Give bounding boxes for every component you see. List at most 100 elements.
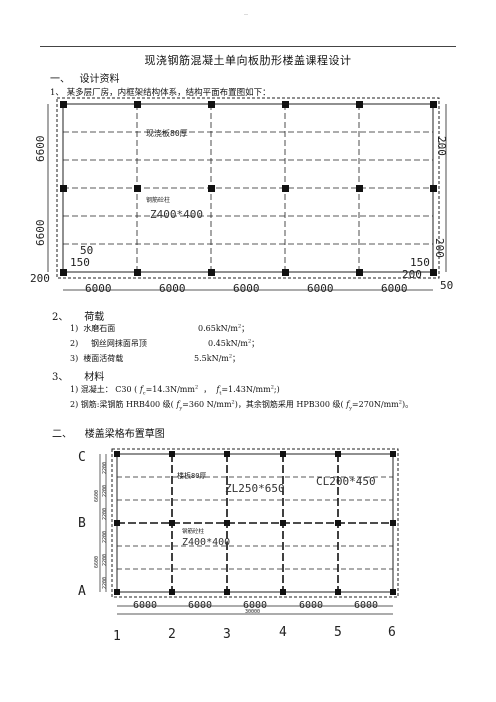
plan1-column: [282, 185, 289, 192]
plan2-column: [280, 589, 286, 595]
plan1-column: [134, 269, 141, 276]
load-2-sup: 2: [247, 338, 252, 345]
mat1-ft-val: =1.43N/mm: [221, 385, 271, 394]
plan2-bay-2: 6000: [188, 600, 212, 611]
plan1-column: [208, 185, 215, 192]
load-1-sup: 2: [237, 323, 242, 330]
plan1-dim-50-right: 50: [440, 279, 453, 292]
plan2-dim-total: 30000: [245, 609, 260, 615]
plan2-column: [335, 520, 341, 526]
plan2-column: [169, 451, 175, 457]
mat1-fc-sub: c: [142, 390, 146, 397]
load-2-val: 0.45kN/m: [208, 339, 248, 348]
plan1-column: [60, 269, 67, 276]
plan1-dim-6600-top: 6600: [34, 136, 47, 163]
plan2-sec-beam-label: CL200*450: [316, 475, 376, 488]
plan2-dim-2200: 2200: [102, 508, 108, 520]
plan2-column: [390, 589, 396, 595]
section-1-label: 设计资料: [79, 74, 120, 85]
plan2-column-size: Z400*400: [182, 537, 230, 548]
plan2-dim-2200: 2200: [102, 577, 108, 589]
section-4: 二、 楼盖梁格布置草图: [52, 425, 165, 440]
plan1-column: [60, 101, 67, 108]
plan2-axis-4: 4: [279, 625, 287, 640]
plan2-column-note: 钢筋砼柱: [182, 527, 205, 535]
load-3-value: 5.5kN/m2；: [194, 353, 240, 364]
section-3-label: 材料: [84, 372, 105, 383]
section-1: 一、 设计资料: [50, 70, 120, 85]
plan2-bay-3: 6000: [243, 600, 267, 611]
page-title: 现浇钢筋混凝土单向板肋形楼盖课程设计: [144, 54, 352, 67]
section-2-label: 荷载: [84, 312, 105, 323]
load-1-name: 水磨石面: [83, 324, 116, 333]
section-3-num: 3、: [52, 372, 69, 383]
plan1-column-size: Z400*400: [150, 208, 203, 221]
mat1-end: ;): [273, 385, 280, 394]
mat2-fy2-sub: y: [349, 405, 352, 412]
plan2-column: [169, 520, 175, 526]
plan1-column: [356, 101, 363, 108]
plan2-dim-2200: 2200: [102, 554, 108, 566]
load-1-end: ；: [241, 324, 250, 333]
plan2-column: [169, 589, 175, 595]
plan2-main-beam-label: ZL250*650: [225, 482, 285, 495]
mat2-fy2-val: =270N/mm: [351, 400, 399, 409]
mat2-fy2: f: [346, 400, 350, 409]
plan1-bay-4: 6000: [307, 282, 334, 295]
mat1-pre: 1) 混凝土： C30 (: [70, 385, 138, 394]
load-row-3: 3) 楼面活荷载: [70, 353, 123, 364]
plan1-dim-200-right: 200: [435, 136, 448, 156]
mat2-end: )。: [401, 400, 414, 409]
plan2-dim-6600-bottom: 6600: [94, 556, 100, 568]
plan1-dim-150-left: 150: [70, 256, 90, 269]
plan2-dim-2200: 2200: [102, 462, 108, 474]
section-4-num: 二、: [52, 429, 72, 440]
plan1-bay-1: 6000: [85, 282, 112, 295]
plan2-column: [335, 451, 341, 457]
plan2-axis-A: A: [78, 584, 86, 599]
section-1-num: 一、: [50, 74, 70, 85]
plan2-dim-2200: 2200: [102, 485, 108, 497]
plan2-column: [224, 589, 230, 595]
plan2-column: [335, 589, 341, 595]
plan2-bay-5: 6000: [354, 600, 378, 611]
load-row-2: 2) 钢丝网抹面吊顶: [70, 338, 147, 349]
plan2-wall-outline: [111, 448, 399, 598]
plan2-axis-2: 2: [168, 627, 176, 642]
plan2-column: [114, 520, 120, 526]
plan1-column: [208, 269, 215, 276]
mat2-pre: 2) 钢筋:梁钢筋 HRB400 级(: [70, 400, 174, 409]
plan1-dim-200-bottom: 200: [402, 268, 422, 281]
section-2: 2、 荷载: [52, 308, 104, 323]
load-3-name: 楼面活荷载: [83, 354, 124, 363]
plan2-column: [224, 451, 230, 457]
plan2-dim-2200: 2200: [102, 531, 108, 543]
plan2-column: [390, 520, 396, 526]
section-3: 3、 材料: [52, 368, 104, 383]
plan2-column: [114, 451, 120, 457]
header-rule: [40, 46, 456, 47]
load-2-no: 2): [70, 339, 79, 348]
load-3-end: ；: [232, 354, 241, 363]
load-2-value: 0.45kN/m2；: [208, 338, 259, 349]
plan1-column: [60, 185, 67, 192]
plan1-dim-150-right: 150: [410, 256, 430, 269]
plan1-column: [208, 101, 215, 108]
material-2: 2) 钢筋:梁钢筋 HRB400 级( fy=360 N/mm2)，其余钢筋采用…: [70, 399, 414, 412]
section-4-label: 楼盖梁格布置草图: [84, 429, 165, 440]
mat1-fc: f: [139, 385, 143, 394]
plan2-column: [280, 520, 286, 526]
load-2-end: ；: [251, 339, 260, 348]
plan1-column: [356, 185, 363, 192]
mat2-fy-sub: y: [179, 405, 183, 412]
plan1-dim-50: 50: [80, 244, 93, 257]
plan1-bay-5: 6000: [381, 282, 408, 295]
plan1-bay-2: 6000: [159, 282, 186, 295]
plan1-bay-3: 6000: [233, 282, 260, 295]
plan2-axis-B: B: [78, 516, 86, 531]
plan2-axis-1: 1: [113, 629, 121, 644]
plan2-column: [114, 589, 120, 595]
load-1-no: 1): [70, 324, 79, 333]
plan1-dim-200-right-b: 200: [433, 238, 446, 258]
